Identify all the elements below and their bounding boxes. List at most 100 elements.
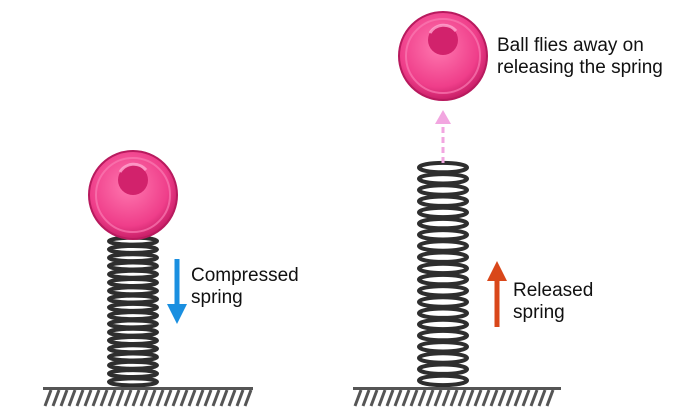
ball-flies-label-line2: releasing the spring — [497, 57, 663, 78]
ground-hatch-line — [521, 389, 531, 407]
ground-hatch-line — [219, 389, 229, 407]
ground-hatch-line — [91, 389, 101, 407]
ground-hatch-line — [211, 389, 221, 407]
ground-hatch-line — [481, 389, 491, 407]
compressed-spring-label: Compressed spring — [191, 265, 299, 309]
spring-coil — [107, 301, 159, 313]
ground-hatch-line — [393, 389, 403, 407]
spring-coil — [417, 373, 469, 388]
spring-coil — [417, 284, 469, 298]
flight-arrow — [435, 110, 451, 163]
released-spring — [417, 160, 469, 388]
spring-coil — [417, 328, 469, 343]
ground-hatch-line — [227, 389, 237, 407]
ground-hatch-line — [155, 389, 165, 407]
ball-flies-label-line1: Ball flies away on — [497, 35, 644, 56]
ground-hatch-line — [505, 389, 515, 407]
ground-hatch-line — [425, 389, 435, 407]
spring-coil — [417, 194, 469, 208]
ground-hatch-line — [537, 389, 547, 407]
spring-coil — [417, 250, 469, 264]
compressed-label-line1: Compressed — [191, 265, 299, 286]
ground-hatch-line — [187, 389, 197, 407]
ground-right — [353, 387, 561, 407]
spring-coil — [107, 343, 159, 355]
ground-hatch-line — [545, 389, 555, 407]
spring-coil — [107, 268, 159, 280]
ball-flies-label: Ball flies away on releasing the spring — [497, 35, 663, 79]
ground-hatch-line — [409, 389, 419, 407]
ground-hatch-line — [417, 389, 427, 407]
spring-coil — [107, 334, 159, 346]
ground-hatch-line — [43, 389, 53, 407]
compressed-spring — [107, 235, 159, 388]
ground-hatch-line — [51, 389, 61, 407]
spring-coil — [417, 272, 469, 287]
ground-hatch-line — [449, 389, 459, 407]
ground-hatch-line — [179, 389, 189, 407]
ground-hatch-line — [131, 389, 141, 407]
released-spring-label: Released spring — [513, 280, 593, 324]
ground-hatch-line — [147, 389, 157, 407]
ground-hatch-line — [203, 389, 213, 407]
spring-coil — [417, 228, 469, 242]
released-scene — [353, 11, 561, 407]
ground-hatch-line — [139, 389, 149, 407]
spring-coil — [107, 260, 159, 272]
spring-coil — [417, 306, 469, 320]
spring-coil — [417, 216, 469, 231]
ground-hatch-line — [107, 389, 117, 407]
spring-coil — [107, 368, 159, 380]
ground-hatch-line — [59, 389, 69, 407]
ground-hatch-line — [353, 389, 363, 407]
spring-coil — [417, 239, 469, 253]
spring-coil — [107, 351, 159, 363]
released-label-line2: spring — [513, 302, 565, 323]
release-arrow — [487, 261, 507, 327]
compressed-label-line2: spring — [191, 287, 243, 308]
spring-coil — [107, 277, 159, 289]
compressed-scene — [43, 150, 253, 407]
spring-coil — [107, 285, 159, 297]
ground-hatch-line — [433, 389, 443, 407]
ground-hatch-line — [473, 389, 483, 407]
ball-left — [88, 150, 178, 240]
ground-hatch-line — [361, 389, 371, 407]
spring-coil — [107, 252, 159, 264]
released-label-line1: Released — [513, 280, 594, 301]
ground-hatch-line — [67, 389, 77, 407]
ground-hatch-line — [243, 389, 253, 407]
ground-hatch-line — [235, 389, 245, 407]
ground-left — [43, 387, 253, 407]
ground-hatch-line — [497, 389, 507, 407]
ground-hatch-line — [489, 389, 499, 407]
ground-hatch-line — [83, 389, 93, 407]
ground-hatch-line — [171, 389, 181, 407]
spring-coil — [417, 183, 469, 197]
spring-coil — [417, 317, 469, 332]
spring-coil — [107, 376, 159, 388]
ground-hatch-line — [457, 389, 467, 407]
ground-hatch-line — [195, 389, 205, 407]
spring-coil — [417, 362, 469, 376]
spring-coil — [417, 205, 469, 220]
ground-hatch-line — [401, 389, 411, 407]
ball-right — [398, 11, 488, 101]
spring-coil — [107, 318, 159, 330]
ground-hatch-line — [75, 389, 85, 407]
ground-hatch-line — [369, 389, 379, 407]
spring-coil — [107, 326, 159, 338]
ground-hatch-line — [529, 389, 539, 407]
spring-coil — [417, 261, 469, 276]
ground-hatch-line — [513, 389, 523, 407]
spring-coil — [107, 359, 159, 371]
spring-coil — [107, 243, 159, 255]
ground-hatch-line — [115, 389, 125, 407]
ground-hatch-line — [385, 389, 395, 407]
ground-hatch-line — [163, 389, 173, 407]
spring-coil — [417, 340, 469, 354]
compress-arrow — [167, 259, 187, 324]
spring-coil — [107, 293, 159, 305]
spring-coil — [417, 295, 469, 309]
